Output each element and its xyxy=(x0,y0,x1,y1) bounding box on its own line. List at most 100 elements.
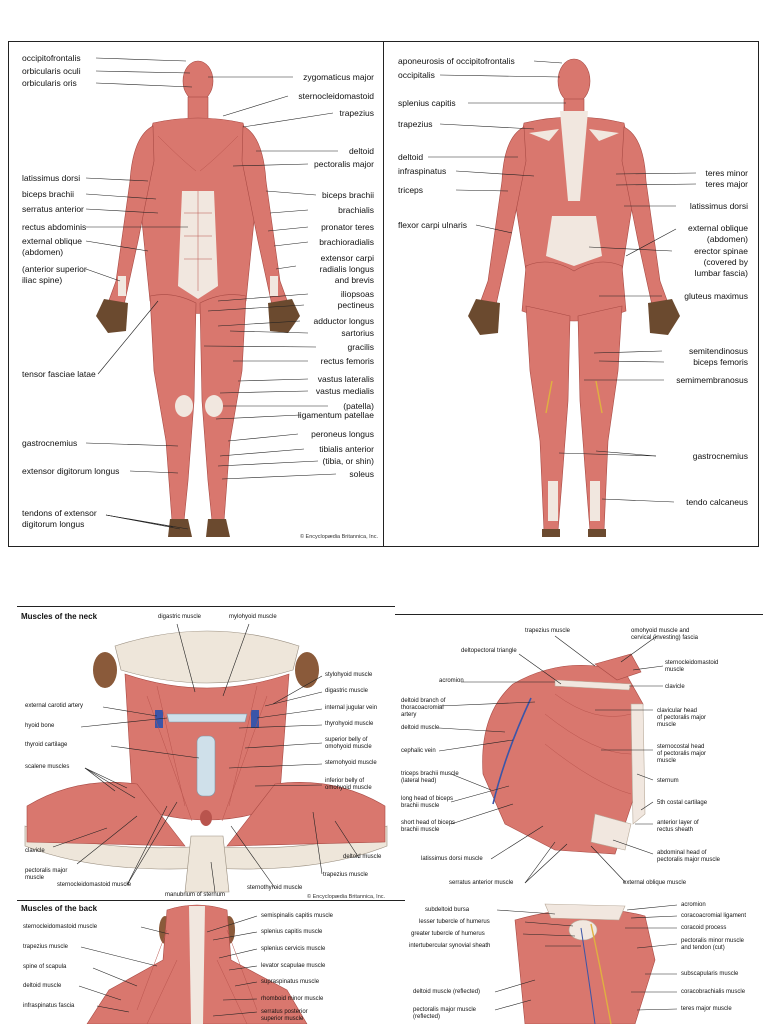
label-stylohyoid-muscle: stylohyoid muscle xyxy=(325,672,373,678)
label-internal-jugular-vein: internal jugular vein xyxy=(325,705,378,711)
back-body-figure xyxy=(428,58,697,537)
label-infraspinatus-fascia: infraspinatus fascia xyxy=(23,1003,75,1009)
label-acromion-shoulder: acromion xyxy=(439,678,464,684)
label-trapezius-muscle-back: trapezius muscle xyxy=(23,944,69,950)
label-coracoid-process: coracoid process xyxy=(681,925,727,931)
label-abdominal-head-of: abdominal head of xyxy=(657,850,707,856)
shoulder-top-rule xyxy=(395,614,763,615)
label-omohyoid-muscle-2: omohyoid muscle xyxy=(325,785,372,791)
label-digitorum-longus: digitorum longus xyxy=(22,519,85,529)
label-biceps-brachii: biceps brachii xyxy=(22,189,74,199)
label-triceps: triceps xyxy=(398,185,424,195)
label-gracilis: gracilis xyxy=(347,342,374,352)
label-orbicularis-oris: orbicularis oris xyxy=(22,78,77,88)
label-lateral-head: (lateral head) xyxy=(401,778,437,784)
label-tibia-shin: (tibia, or shin) xyxy=(322,456,375,466)
label-vastus-medialis: vastus medialis xyxy=(315,386,374,396)
label-clavicular-head: clavicular head xyxy=(657,708,698,714)
neck-muscles-panel: Muscles of the neck xyxy=(17,606,395,900)
label-rectus-abdominis: rectus abdominis xyxy=(22,222,87,232)
label-superior-belly-of: superior belly of xyxy=(325,737,368,743)
back-detail-title: Muscles of the back xyxy=(21,904,98,913)
label-sternocleidomastoid-back: sternocleidomastoid muscle xyxy=(23,924,98,930)
label-sternocleidomastoid: sternocleidomastoid xyxy=(298,91,374,101)
label-long-head-brachii-muscle: brachii muscle xyxy=(401,803,440,809)
label-pectineus: pectineus xyxy=(337,300,374,310)
back-detail-top-rule xyxy=(17,900,405,901)
label-anterior-superior: (anterior superior xyxy=(22,264,87,274)
label-serratus-anterior-muscle: serratus anterior muscle xyxy=(449,880,514,886)
neck-credit: © Encyclopædia Britannica, Inc. xyxy=(307,894,386,900)
label-scalene-muscles: scalene muscles xyxy=(25,764,70,770)
label-patella: (patella) xyxy=(343,401,374,411)
label-aponeurosis-of-occipitofrontalis: aponeurosis of occipitofrontalis xyxy=(398,56,515,66)
label-omohyoid-fascia: omohyoid muscle and xyxy=(631,628,690,634)
label-teres-minor: teres minor xyxy=(705,168,748,178)
label-infraspinatus: infraspinatus xyxy=(398,166,447,176)
shoulder-figure xyxy=(438,635,664,884)
label-pectoralis-major-neck-2: muscle xyxy=(25,875,45,881)
label-pectoralis-major: pectoralis major xyxy=(314,159,374,169)
label-trapezius-back: trapezius xyxy=(398,119,433,129)
label-gluteus-maximus: gluteus maximus xyxy=(684,291,748,301)
label-deltopectoral-triangle: deltopectoral triangle xyxy=(461,648,517,654)
label-serratus-posterior: serratus posterior xyxy=(261,1009,308,1015)
label-radialis-longus: radialis longus xyxy=(319,264,374,274)
label-covered-by: (covered by xyxy=(703,257,748,267)
label-thyrohyoid-muscle: thyrohyoid muscle xyxy=(325,721,374,727)
label-splenius-cervicis-muscle: splenius cervicis muscle xyxy=(261,946,326,952)
label-supraspinatus-muscle: supraspinatus muscle xyxy=(261,979,320,985)
label-teres-major-muscle: teres major muscle xyxy=(681,1006,732,1012)
label-extensor-digitorum-longus: extensor digitorum longus xyxy=(22,466,120,476)
label-triceps-brachii-muscle: triceps brachii muscle xyxy=(401,771,459,777)
label-sternocleidomastoid-neck: sternocleidomastoid muscle xyxy=(57,882,132,888)
label-inferior-belly-of: inferior belly of xyxy=(325,778,365,784)
label-subdeltoid-bursa: subdeltoid bursa xyxy=(425,907,470,913)
shoulder-muscles-panel: trapezius muscle omohyoid muscle and cer… xyxy=(395,614,763,900)
label-subscapularis-muscle: subscapularis muscle xyxy=(681,971,739,977)
label-deltoid-muscle-back: deltoid muscle xyxy=(23,983,62,989)
front-credit: © Encyclopædia Britannica, Inc. xyxy=(299,534,378,540)
label-zygomaticus-major: zygomaticus major xyxy=(303,72,374,82)
label-semitendinosus: semitendinosus xyxy=(688,346,748,356)
label-anterior-layer-of: anterior layer of xyxy=(657,820,699,826)
label-pectoralis-major-muscle-shoulder: pectoralis major muscle xyxy=(657,857,721,863)
label-manubrium-of-sternum: manubrium of sternum xyxy=(165,892,226,898)
label-abdomen-back: (abdomen) xyxy=(706,234,748,244)
deep-shoulder-panel: subdeltoid bursa lesser tubercle of hume… xyxy=(405,900,763,1024)
label-trapezius-muscle-shoulder: trapezius muscle xyxy=(525,628,571,634)
label-pectoralis-reflected: (reflected) xyxy=(413,1014,441,1020)
label-cervical-investing-fascia: cervical (investing) fascia xyxy=(631,635,699,641)
label-tibialis-anterior: tibialis anterior xyxy=(319,444,374,454)
label-clavicle-neck: clavicle xyxy=(25,848,45,854)
label-external-oblique: external oblique xyxy=(22,236,83,246)
label-lumbar-fascia: lumbar fascia) xyxy=(694,268,748,278)
label-short-head-brachii-muscle: brachii muscle xyxy=(401,827,440,833)
label-flexor-carpi-ulnaris: flexor carpi ulnaris xyxy=(398,220,467,230)
label-brachialis: brachialis xyxy=(338,205,374,215)
label-splenius-capitis-muscle: splenius capitis muscle xyxy=(261,929,323,935)
label-semispinalis-capitis-muscle: semispinalis capitis muscle xyxy=(261,913,334,919)
label-omohyoid-muscle-1: omohyoid muscle xyxy=(325,744,372,750)
label-deltoid-muscle-reflected: deltoid muscle (reflected) xyxy=(413,989,481,995)
label-thoracoacromial: thoracoacromial xyxy=(401,705,444,711)
label-clavicular-of-pectoralis: of pectoralis major xyxy=(657,715,707,721)
label-trapezius: trapezius xyxy=(339,108,375,118)
label-coracobrachialis-muscle: coracobrachialis muscle xyxy=(681,989,746,995)
label-greater-tubercle-of-humerus: greater tubercle of humerus xyxy=(411,931,485,937)
label-rectus-sheath: rectus sheath xyxy=(657,827,694,833)
label-hyoid-bone: hyoid bone xyxy=(25,723,55,729)
label-intertubercular-synovial-sheath: intertubercular synovial sheath xyxy=(409,943,491,949)
label-latissimus-dorsi: latissimus dorsi xyxy=(22,173,81,183)
back-detail-panel: Muscles of the back sternocleidomastoid … xyxy=(17,900,405,1024)
label-deltoid-muscle-neck: deltoid muscle xyxy=(343,854,382,860)
label-soleus: soleus xyxy=(349,469,374,479)
label-deltoid-branch: deltoid branch of xyxy=(401,698,446,704)
label-deltoid-back: deltoid xyxy=(398,152,424,162)
label-extensor-carpi: extensor carpi xyxy=(320,253,374,263)
label-sternum: sternum xyxy=(657,778,679,784)
label-ligamentum-patellae: ligamentum patellae xyxy=(297,410,374,420)
label-mylohyoid-muscle: mylohyoid muscle xyxy=(229,614,277,620)
label-sartorius: sartorius xyxy=(341,328,374,338)
label-occipitofrontalis: occipitofrontalis xyxy=(22,53,81,63)
